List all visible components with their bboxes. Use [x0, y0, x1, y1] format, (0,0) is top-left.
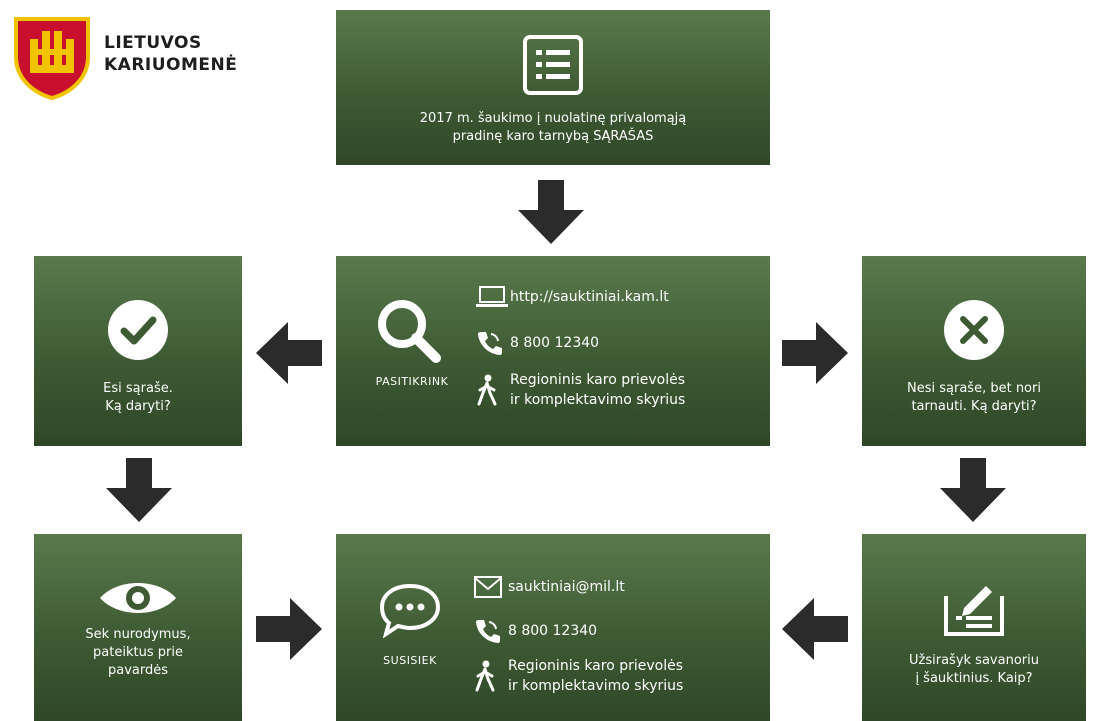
eye-icon	[100, 583, 176, 613]
check-icon	[108, 300, 168, 360]
logo-line-2: KARIUOMENĖ	[104, 55, 238, 75]
website-url[interactable]: http://sauktiniai.kam.lt	[510, 289, 669, 305]
in-list-line-2: Ką daryti?	[105, 399, 171, 414]
not-in-list-box: Nesi sąraše, bet nori tarnauti. Ką daryt…	[862, 256, 1086, 446]
contact-office-line-1: Regioninis karo prievolės	[508, 658, 684, 674]
contact-box: SUSISIEK sauktiniai@mil.lt 8 800 12340	[336, 534, 770, 721]
phone-icon	[476, 620, 500, 643]
magnifier-icon	[378, 300, 441, 363]
check-label: PASITIKRINK	[375, 375, 449, 388]
list-title-line-2: pradinę karo tarnybą SĄRAŠAS	[452, 129, 654, 144]
coat-of-arms-icon	[14, 17, 90, 100]
contact-office-line-2: ir komplektavimo skyrius	[508, 678, 684, 694]
arrow-down-right-icon	[940, 458, 1006, 522]
arrow-left-icon	[256, 322, 322, 384]
follow-instructions-box: Sek nurodymus, pateiktus prie pavardės	[34, 534, 242, 721]
signup-line-2: į šauktinius. Kaip?	[915, 671, 1033, 686]
mail-icon	[474, 576, 502, 598]
contact-phone-number[interactable]: 8 800 12340	[508, 623, 598, 639]
in-list-line-1: Esi sąraše.	[103, 381, 173, 396]
email-address[interactable]: sauktiniai@mil.lt	[508, 579, 625, 595]
arrow-down-left-icon	[106, 458, 172, 522]
list-box: 2017 m. šaukimo į nuolatinę privalomąją …	[336, 10, 770, 165]
laptop-icon	[476, 286, 508, 307]
not-in-list-line-2: tarnauti. Ką daryti?	[911, 399, 1037, 414]
chat-bubble-icon	[379, 583, 441, 638]
phone-number[interactable]: 8 800 12340	[510, 335, 600, 351]
signup-form-icon	[944, 586, 1004, 636]
logo-line-1: LIETUVOS	[104, 33, 202, 53]
follow-line-1: Sek nurodymus,	[85, 627, 191, 642]
office-line-2: ir komplektavimo skyrius	[510, 392, 686, 408]
follow-line-3: pavardės	[107, 663, 169, 678]
follow-line-2: pateiktus prie	[93, 645, 183, 660]
signup-line-1: Užsirašyk savanoriu	[909, 653, 1039, 668]
cross-icon	[944, 300, 1004, 360]
in-list-box: Esi sąraše. Ką daryti?	[34, 256, 242, 446]
arrow-right-bottom-icon	[256, 598, 322, 660]
arrow-down-icon	[518, 180, 584, 244]
check-yourself-box: PASITIKRINK http://sauktiniai.kam.lt 8 8…	[336, 256, 770, 446]
walking-person-icon	[475, 660, 495, 692]
volunteer-signup-box: Užsirašyk savanoriu į šauktinius. Kaip?	[862, 534, 1086, 721]
office-line-1: Regioninis karo prievolės	[510, 372, 686, 388]
list-icon	[523, 35, 583, 95]
walking-person-icon	[477, 374, 497, 406]
not-in-list-line-1: Nesi sąraše, bet nori	[907, 381, 1041, 396]
arrow-left-bottom-icon	[782, 598, 848, 660]
phone-icon	[478, 332, 502, 355]
contact-label: SUSISIEK	[383, 654, 437, 667]
list-title-line-1: 2017 m. šaukimo į nuolatinę privalomąją	[419, 111, 687, 126]
arrow-right-icon	[782, 322, 848, 384]
